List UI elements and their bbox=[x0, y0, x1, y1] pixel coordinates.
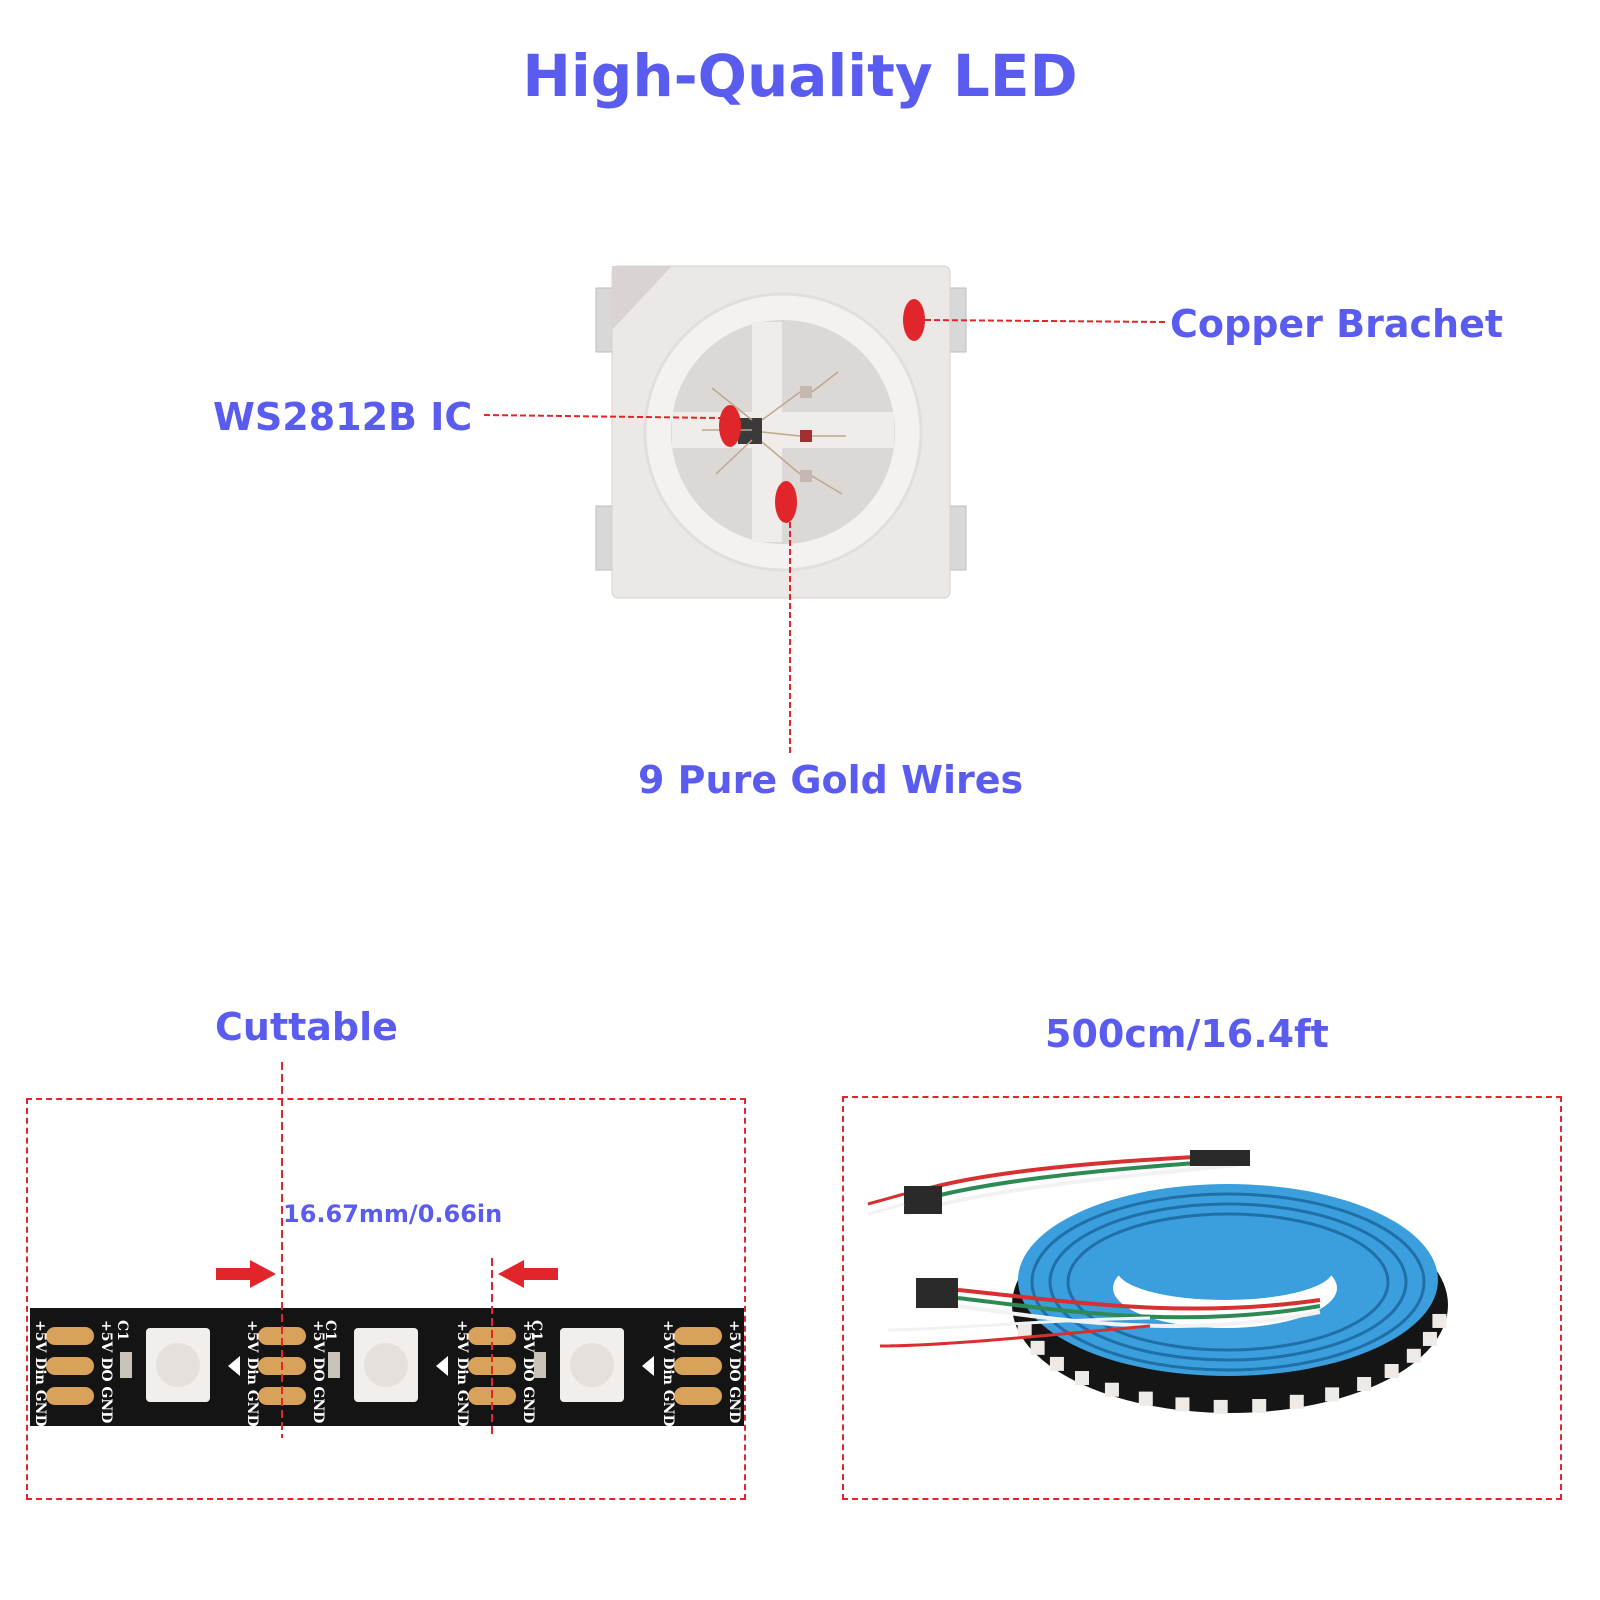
reel-led bbox=[1252, 1399, 1267, 1414]
reel-led bbox=[1030, 1340, 1045, 1355]
heatshrink-top bbox=[1190, 1150, 1250, 1166]
led-lens bbox=[156, 1343, 200, 1387]
reel-frame bbox=[842, 1096, 1562, 1500]
capacitor-silk-label: C1 bbox=[528, 1320, 544, 1341]
cuttable-frame bbox=[26, 1098, 746, 1500]
arrow-right-icon bbox=[216, 1260, 276, 1288]
marker-gold-wires bbox=[775, 481, 797, 523]
reel-led bbox=[1406, 1348, 1421, 1363]
pad-silk-label-out: +5V DO GND bbox=[310, 1320, 326, 1423]
page-title: High-Quality LED bbox=[522, 42, 1078, 110]
direction-arrow-icon bbox=[436, 1356, 448, 1376]
gold-wires-label: 9 Pure Gold Wires bbox=[638, 758, 1024, 802]
capacitor-silk-label: C1 bbox=[114, 1320, 130, 1341]
connector-top-leads bbox=[867, 1192, 905, 1216]
capacitor bbox=[120, 1352, 132, 1378]
marker-copper-bracket bbox=[903, 299, 925, 341]
copper-bracket-label: Copper Brachet bbox=[1170, 302, 1504, 346]
marker-ic bbox=[719, 405, 741, 447]
pad-silk-label-out: +5V DO GND bbox=[98, 1320, 114, 1423]
pad-silk-label-out: +5V DO GND bbox=[520, 1320, 536, 1423]
leader-line-copper bbox=[924, 319, 1167, 323]
package-corner-shade bbox=[612, 266, 672, 330]
pad-silk-label-in: +5V Din GND bbox=[660, 1320, 676, 1427]
length-label: 500cm/16.4ft bbox=[1045, 1012, 1329, 1056]
reel-coil-rings bbox=[1030, 1192, 1426, 1372]
pad-silk-label-in: +5V Din GND bbox=[454, 1320, 470, 1427]
reel-led bbox=[1422, 1331, 1437, 1346]
led-lens bbox=[570, 1343, 614, 1387]
pad-silk-label-in: +5V Din GND bbox=[32, 1320, 48, 1427]
ic-label: WS2812B IC bbox=[213, 395, 473, 439]
solder-pad bbox=[46, 1357, 94, 1375]
reel-led bbox=[1074, 1371, 1089, 1386]
capacitor bbox=[534, 1352, 546, 1378]
led-die-green bbox=[800, 386, 812, 398]
reel-led bbox=[1325, 1387, 1340, 1402]
leader-line-ic bbox=[483, 414, 721, 419]
connector-bottom bbox=[916, 1278, 958, 1308]
reel-led bbox=[1432, 1313, 1447, 1328]
reel-led bbox=[1017, 1323, 1032, 1338]
reel-led bbox=[1175, 1397, 1190, 1412]
reel-led bbox=[1289, 1394, 1304, 1409]
reel-led bbox=[1213, 1399, 1228, 1414]
reel-led bbox=[1357, 1376, 1372, 1391]
reel-coil-inner-tape bbox=[1117, 1240, 1333, 1300]
solder-pad bbox=[674, 1357, 722, 1375]
cut-pitch-label: 16.67mm/0.66in bbox=[283, 1200, 503, 1228]
solder-pad bbox=[674, 1387, 722, 1405]
gold-wires bbox=[702, 371, 846, 495]
connector-top bbox=[904, 1186, 942, 1214]
capacitor bbox=[328, 1352, 340, 1378]
reel-led bbox=[1384, 1363, 1399, 1378]
solder-pad bbox=[674, 1327, 722, 1345]
direction-arrow-icon bbox=[642, 1356, 654, 1376]
led-die-blue bbox=[800, 470, 812, 482]
connector-bottom-leads bbox=[879, 1316, 1151, 1348]
capacitor-silk-label: C1 bbox=[322, 1320, 338, 1341]
led-lens bbox=[364, 1343, 408, 1387]
solder-pad bbox=[46, 1327, 94, 1345]
reel-led bbox=[1138, 1391, 1153, 1406]
ic-chip bbox=[738, 418, 762, 444]
reel-led bbox=[1104, 1382, 1119, 1397]
cuttable-label: Cuttable bbox=[215, 1005, 398, 1049]
led-die-red bbox=[800, 430, 812, 442]
solder-pad bbox=[258, 1387, 306, 1405]
arrow-left-icon bbox=[498, 1260, 558, 1288]
reel-led bbox=[1049, 1356, 1064, 1371]
solder-pad bbox=[46, 1387, 94, 1405]
pad-silk-label-in: +5V Din GND bbox=[244, 1320, 260, 1427]
connector-wires-bottom bbox=[957, 1288, 1321, 1329]
direction-arrow-icon bbox=[228, 1356, 240, 1376]
pad-silk-label-out: +5V DO GND bbox=[726, 1320, 742, 1423]
solder-pad bbox=[258, 1327, 306, 1345]
